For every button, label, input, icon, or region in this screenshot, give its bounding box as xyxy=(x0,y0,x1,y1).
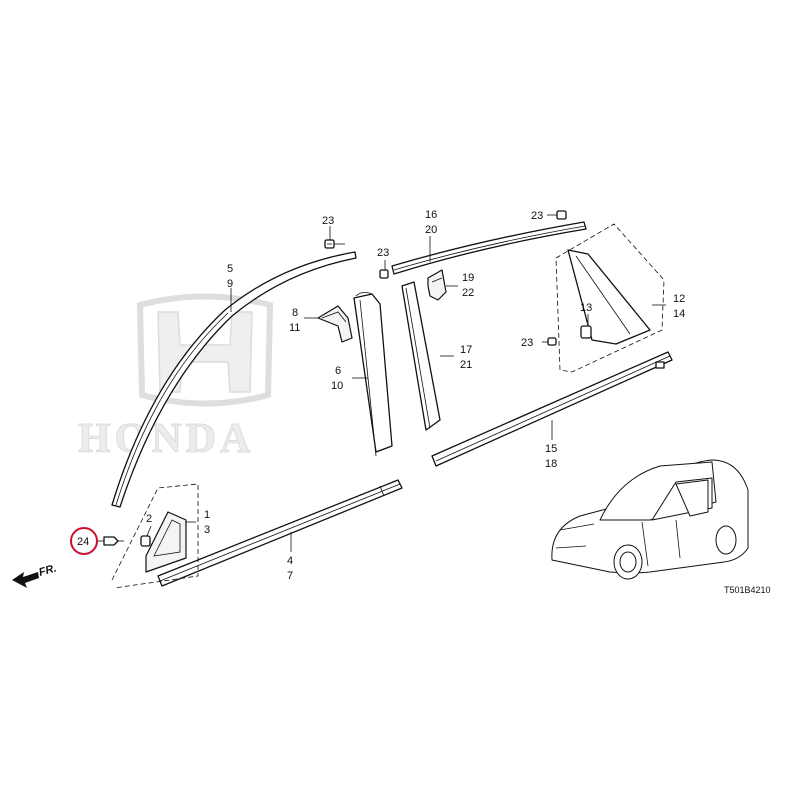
part-pillar-garnish-rear xyxy=(401,281,441,431)
callout-18: 18 xyxy=(545,458,557,470)
callout-16: 16 xyxy=(425,209,437,221)
callout-12: 12 xyxy=(673,293,685,305)
clip-23-c xyxy=(556,210,567,220)
car-illustration xyxy=(551,459,749,580)
clip-23-d xyxy=(547,337,557,346)
callout-13: 13 xyxy=(580,302,592,314)
part-belt-molding-front xyxy=(157,479,403,587)
part-mirror-garnish-group xyxy=(111,483,199,589)
clip-23-b xyxy=(379,269,389,279)
part-roof-molding-rear xyxy=(391,221,587,275)
part-pillar-garnish-front xyxy=(353,292,393,457)
callout-23-top-right: 23 xyxy=(531,210,543,222)
callout-2: 2 xyxy=(146,513,152,525)
callout-23-top-left: 23 xyxy=(322,215,334,227)
part-roof-molding-front xyxy=(111,251,357,508)
callout-6: 6 xyxy=(335,365,341,377)
callout-21: 21 xyxy=(460,359,472,371)
callout-7: 7 xyxy=(287,570,293,582)
front-label: FR. xyxy=(38,562,58,578)
callout-15: 15 xyxy=(545,443,557,455)
part-belt-molding-rear xyxy=(431,351,673,467)
callout-1: 1 xyxy=(204,509,210,521)
highlight-ring xyxy=(70,527,98,555)
callout-9: 9 xyxy=(227,278,233,290)
part-bracket-8-11 xyxy=(317,305,353,343)
callout-24-highlighted[interactable]: 24 xyxy=(70,527,98,555)
callout-23-right: 23 xyxy=(521,337,533,349)
screw-24 xyxy=(103,536,124,546)
callout-3: 3 xyxy=(204,524,210,536)
callout-23-center: 23 xyxy=(377,247,389,259)
arrow-left-icon xyxy=(12,572,39,588)
callout-20: 20 xyxy=(425,224,437,236)
callout-5: 5 xyxy=(227,263,233,275)
callout-10: 10 xyxy=(331,380,343,392)
part-bracket-19-22 xyxy=(427,269,447,301)
callout-4: 4 xyxy=(287,555,293,567)
front-direction-arrow: FR. xyxy=(12,562,58,588)
callout-19: 19 xyxy=(462,272,474,284)
part-quarter-garnish-group xyxy=(555,223,665,373)
brand-wordmark: HONDA xyxy=(78,416,254,462)
callout-8: 8 xyxy=(292,307,298,319)
honda-logo-watermark: HONDA xyxy=(78,293,274,463)
callout-22: 22 xyxy=(462,287,474,299)
diagram-code: T501B4210 xyxy=(724,585,771,595)
callout-11: 11 xyxy=(289,322,300,334)
callout-17: 17 xyxy=(460,344,472,356)
clip-23-a xyxy=(324,239,335,249)
callout-14: 14 xyxy=(673,308,685,320)
callout-24: 24 xyxy=(77,536,89,548)
leader-lines xyxy=(94,214,666,552)
callout-labels: 23 23 23 23 16 20 5 9 19 22 8 11 13 12 1… xyxy=(146,209,685,582)
